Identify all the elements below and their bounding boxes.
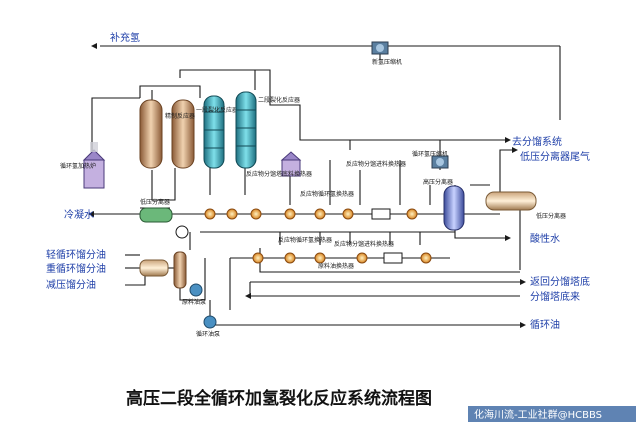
flow-arrows (88, 43, 526, 328)
watermark: 化海川流-工业社群@HCBBS (474, 408, 602, 421)
hx-3-label: 反应物分馏进料换热器 (346, 160, 406, 168)
return-frac-bottom-label: 返回分馏塔底 (530, 275, 590, 288)
hx-2-label: 反应物循环氢换热器 (300, 190, 354, 198)
flow-meter-icon (175, 225, 189, 239)
lp-separator-left (139, 207, 173, 223)
heat-exchanger-row-1 (204, 208, 418, 220)
recycle-h2-compressor-label: 循环氢压缩机 (412, 150, 448, 158)
hx-6-label: 原料油换热器 (318, 262, 354, 270)
light-cycle-oil-label: 轻循环馏分油 (46, 248, 106, 261)
watermark-bg (468, 406, 636, 422)
diagram-title: 高压二段全循环加氢裂化反应系统流程图 (126, 388, 432, 409)
lp-tail-gas-label: 低压分离器尾气 (520, 150, 590, 163)
feed-pump (189, 283, 203, 297)
lp-separator-right (485, 191, 537, 211)
reactor-heater (280, 151, 302, 177)
lp-separator-right-label: 低压分离器 (536, 212, 566, 220)
stage2-cracking-reactor (235, 91, 257, 169)
to-fractionation-label: 去分馏系统 (512, 135, 562, 148)
new-h2-compressor (371, 41, 389, 55)
refining-reactor (139, 99, 195, 169)
vac-distillate-label: 减压馏分油 (46, 278, 96, 291)
cycle-pump (203, 315, 217, 329)
new-h2-compressor-label: 新氢压缩机 (372, 58, 402, 66)
stage1-cracking-reactor (203, 95, 225, 169)
cond-water-label: 冷凝水 (64, 208, 94, 221)
cycle-pump-label: 循环油泵 (196, 330, 220, 338)
hp-separator-label: 高压分离器 (423, 178, 453, 186)
heat-exchanger-row-2 (252, 252, 432, 264)
feed-drum (139, 251, 187, 289)
refining-reactor-label: 精制反应器 (165, 112, 195, 120)
recycle-h2-furnace-label: 循环氢加热炉 (60, 162, 96, 170)
cycle-oil-label: 循环油 (530, 318, 560, 331)
hx-1-label: 反应物分馏塔底料换热器 (246, 170, 312, 178)
makeup-h2-label: 补充氢 (110, 31, 140, 44)
frac-bottom-feed-label: 分馏塔底来 (530, 290, 580, 303)
lp-separator-left-label: 低压分离器 (140, 198, 170, 206)
hx-4-label: 反应物循环氢换热器 (278, 236, 332, 244)
stage2-reactor-label: 二段裂化反应器 (258, 96, 300, 104)
arrow-to-fractionation (505, 137, 511, 143)
recycle-h2-compressor (431, 155, 449, 169)
feed-pump-label: 原料油泵 (182, 298, 206, 306)
heavy-cycle-oil-label: 重循环馏分油 (46, 262, 106, 275)
hx-5-label: 反应物分馏进料换热器 (334, 240, 394, 248)
arrow-cond-water (88, 211, 94, 217)
arrow-tail-gas (512, 147, 518, 153)
arrow-acid-water (505, 235, 511, 241)
recycle-h2-furnace (82, 142, 106, 189)
pipe-network (90, 45, 561, 326)
acid-water-label: 酸性水 (530, 232, 560, 245)
arrow-makeup-h2 (91, 43, 97, 49)
stage1-reactor-label: 一段裂化反应器 (196, 106, 238, 114)
arrow-frac-bottom (245, 293, 251, 299)
hp-separator (443, 185, 465, 231)
arrow-return-frac (520, 279, 526, 285)
arrow-cycle-oil (520, 322, 526, 328)
